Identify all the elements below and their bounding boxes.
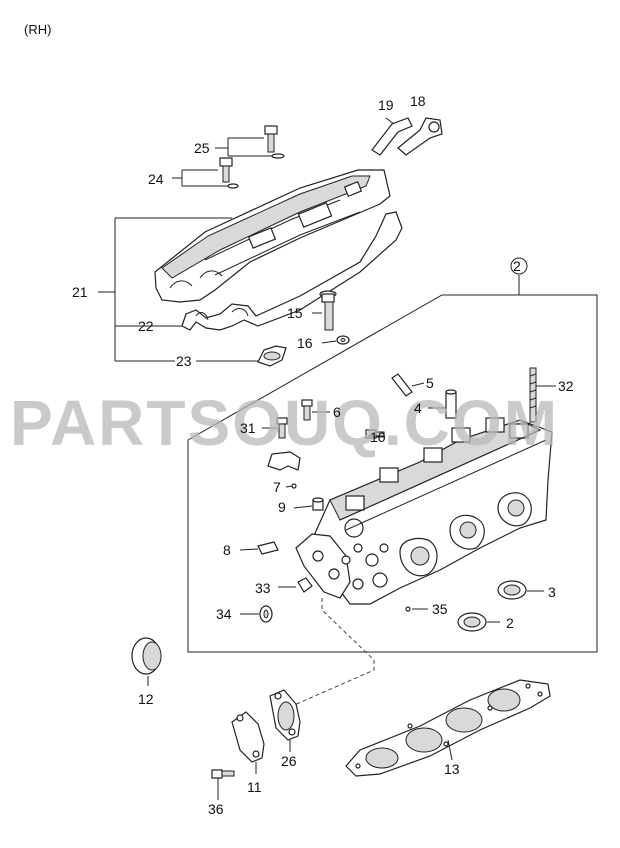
callout-11: 11 — [247, 779, 262, 795]
callout-9: 9 — [278, 499, 286, 515]
gasket-22[interactable] — [181, 211, 403, 331]
callout-25: 25 — [194, 140, 210, 156]
bolt-10[interactable] — [365, 429, 385, 439]
head-gasket-13[interactable] — [345, 679, 551, 777]
callout-32: 32 — [558, 378, 574, 394]
plug-9[interactable] — [293, 497, 324, 511]
callout-33: 33 — [255, 580, 271, 596]
pin-35[interactable] — [405, 606, 428, 612]
seal-23[interactable] — [257, 345, 287, 367]
side-label: (RH) — [24, 22, 51, 37]
pin-7[interactable] — [285, 483, 297, 489]
cover-plate-11[interactable] — [231, 711, 265, 774]
callout-2b: 2 — [506, 615, 514, 631]
callout-21: 21 — [72, 284, 88, 300]
callout-19: 19 — [378, 97, 394, 113]
watermark: PARTSOUQ.COM — [10, 387, 559, 459]
callout-4: 4 — [414, 400, 422, 416]
hose-19[interactable] — [371, 117, 413, 156]
gasket-26[interactable] — [269, 689, 301, 752]
callout-8: 8 — [223, 542, 231, 558]
oil-seal-3[interactable] — [497, 580, 544, 600]
bolt-31[interactable] — [262, 417, 288, 439]
callout-31: 31 — [240, 420, 256, 436]
oil-seal-2[interactable] — [457, 612, 500, 632]
callout-12: 12 — [138, 691, 154, 707]
dowel-8[interactable] — [239, 541, 279, 555]
callout-18: 18 — [410, 93, 426, 109]
hose-18[interactable] — [397, 117, 443, 156]
callout-16: 16 — [297, 335, 313, 351]
stud-32[interactable] — [529, 367, 556, 423]
bolt-15[interactable] — [312, 290, 337, 331]
plug-33[interactable] — [278, 577, 313, 593]
bolt-25[interactable] — [215, 125, 285, 159]
callout-7: 7 — [273, 479, 281, 495]
bolt-24[interactable] — [172, 157, 239, 189]
callout-10: 10 — [370, 429, 386, 445]
callout-15: 15 — [287, 305, 303, 321]
seal-34[interactable] — [240, 605, 273, 623]
pin-5[interactable] — [391, 373, 425, 397]
bolt-6[interactable] — [301, 399, 330, 421]
bolt-36[interactable] — [211, 769, 235, 800]
cylinder-head[interactable] — [295, 417, 553, 605]
callout-36: 36 — [208, 801, 224, 817]
callout-24: 24 — [148, 171, 164, 187]
callout-6: 6 — [333, 404, 341, 420]
valve-cover-21[interactable] — [154, 169, 391, 303]
callout-22: 22 — [138, 318, 154, 334]
cylinder-head-group-frame — [187, 257, 598, 653]
cover-bracket — [98, 217, 262, 362]
callout-13: 13 — [444, 761, 460, 777]
pin-4[interactable] — [428, 389, 457, 419]
callout-3: 3 — [548, 584, 556, 600]
callout-5: 5 — [426, 375, 434, 391]
callout-34: 34 — [216, 606, 232, 622]
callout-35: 35 — [432, 601, 448, 617]
callout-2-circle — [510, 257, 528, 275]
callout-26: 26 — [281, 753, 297, 769]
cap-7[interactable] — [267, 451, 301, 471]
callout-2: 2 — [513, 258, 521, 274]
seal-12[interactable] — [131, 637, 162, 686]
alignment-guide-line — [291, 598, 375, 707]
callout-23: 23 — [176, 353, 192, 369]
washer-16[interactable] — [321, 335, 350, 345]
